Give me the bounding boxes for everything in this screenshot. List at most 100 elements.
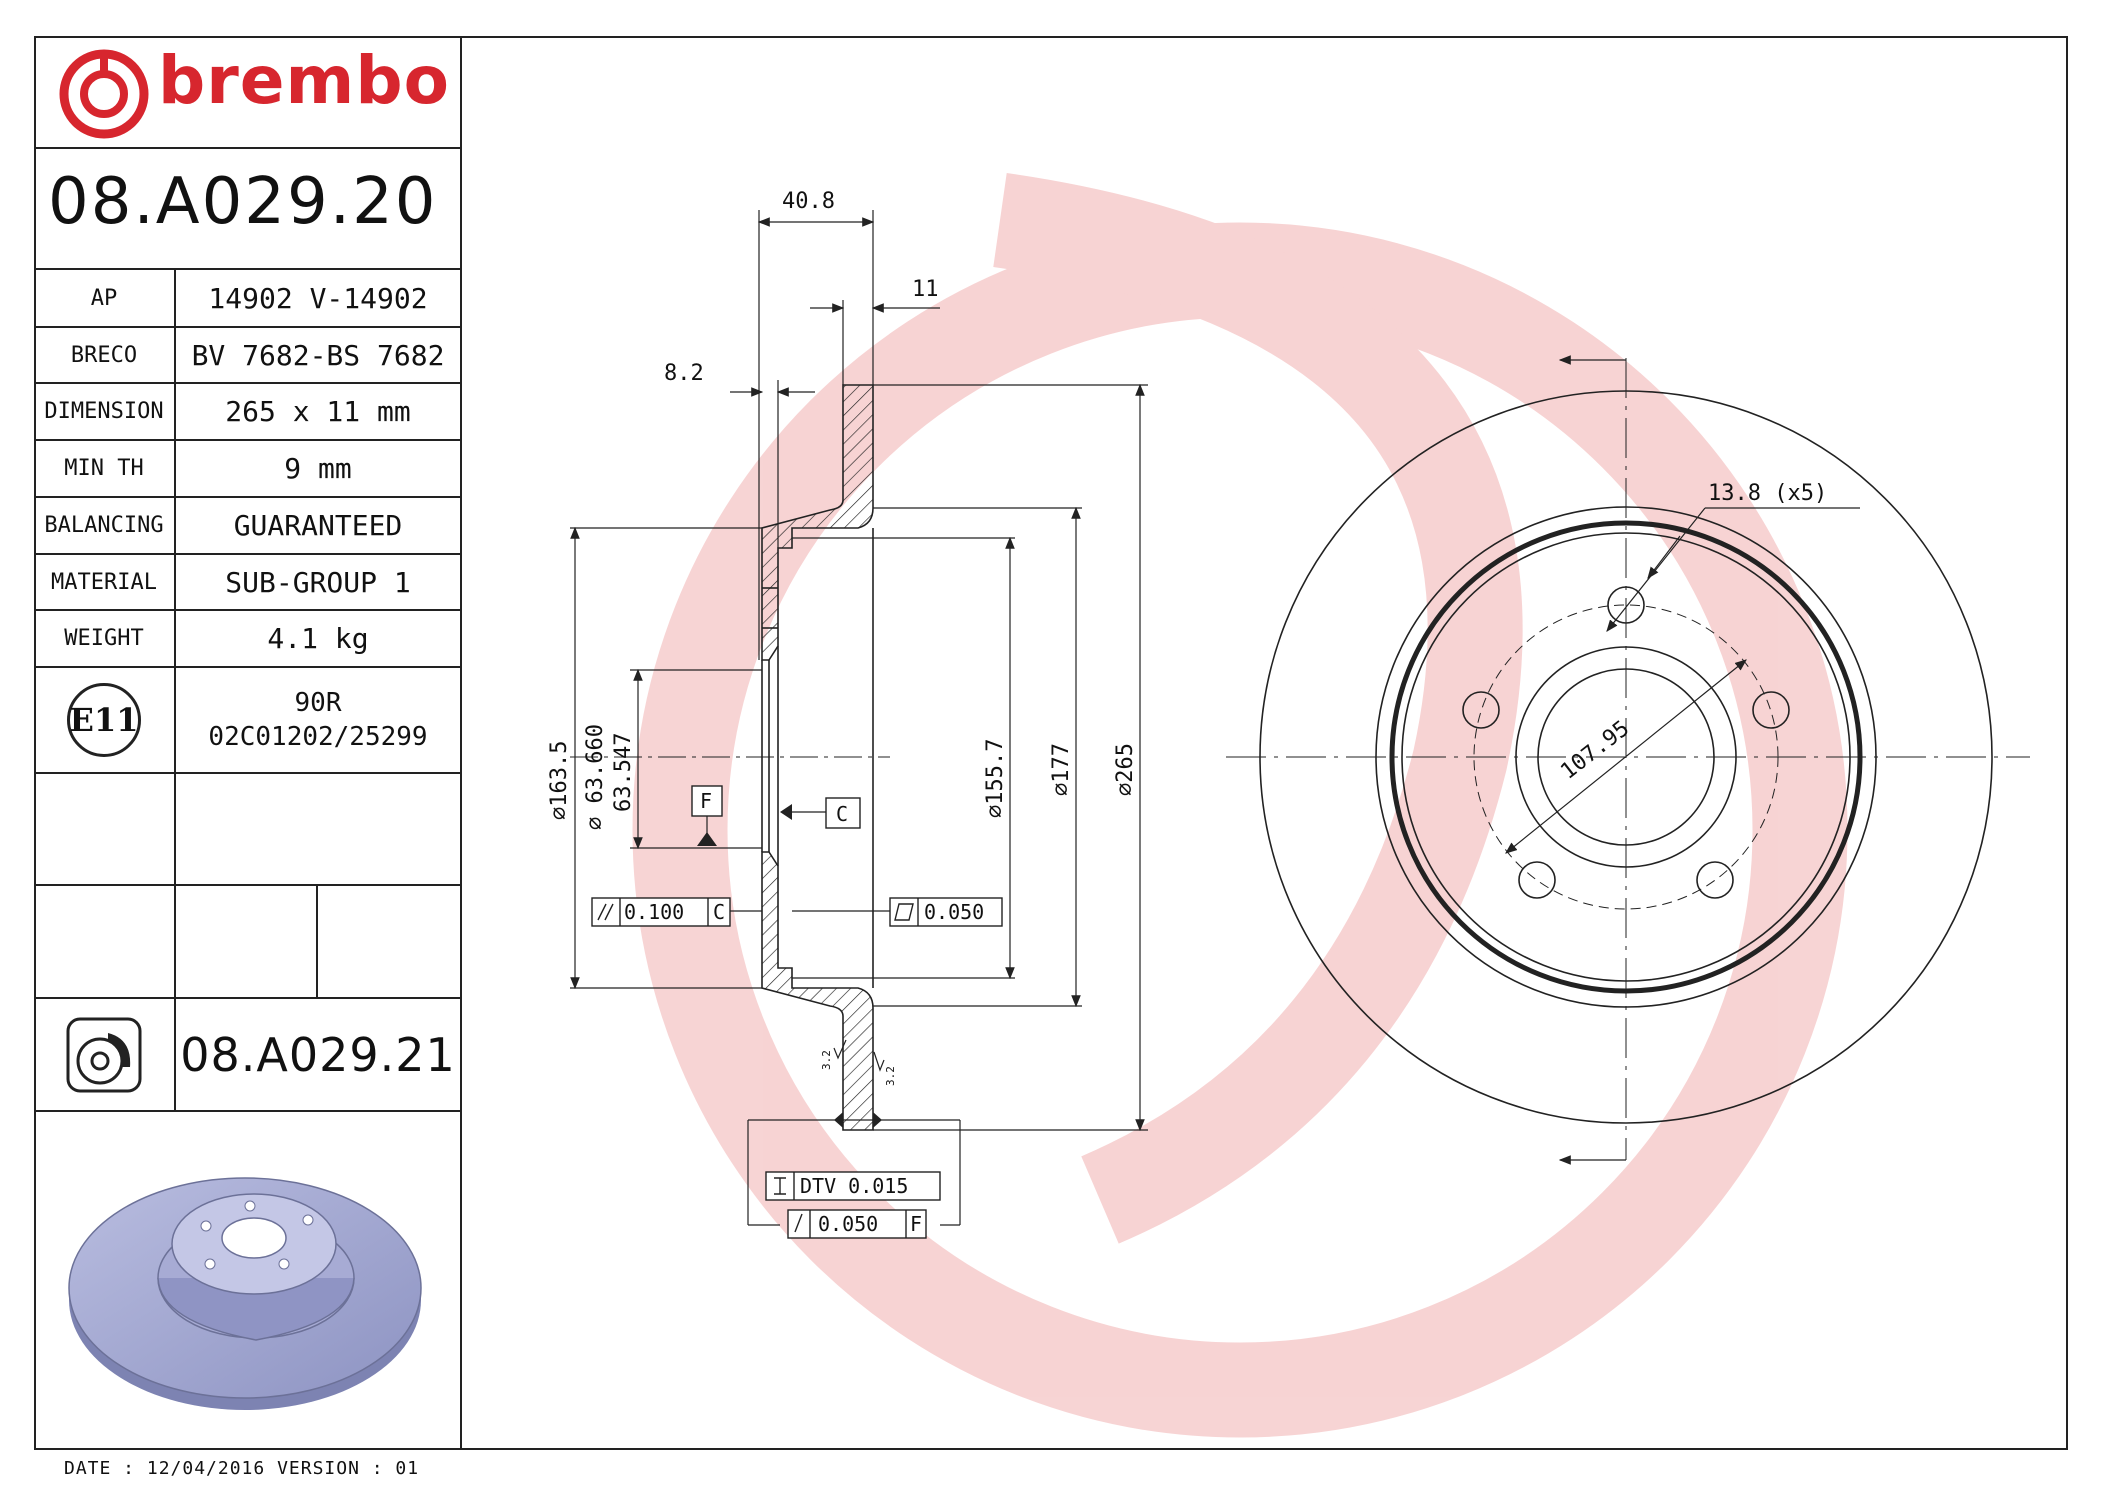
spec-value: 14902 V-14902 <box>208 281 428 315</box>
cell-divider <box>316 886 318 997</box>
disc-3d-render <box>34 1112 460 1448</box>
disc-3d-image <box>68 1177 422 1410</box>
dim-d177: ⌀177 <box>1049 743 1074 796</box>
brembo-logo-icon <box>59 49 149 139</box>
empty-row-1 <box>34 774 460 886</box>
spec-row-dimension: DIMENSION 265 x 11 mm <box>34 384 460 441</box>
friction-ring-inner <box>1401 532 1851 982</box>
tol-parallel-ref: C <box>713 900 725 924</box>
dtv-icon <box>774 1177 786 1195</box>
spec-value: BV 7682-BS 7682 <box>191 338 445 372</box>
spec-value: 4.1 kg <box>267 622 369 655</box>
tol-runout-value: 0.050 <box>818 1212 878 1236</box>
empty-cell <box>34 886 176 997</box>
datum-c-triangle <box>780 804 792 820</box>
spec-value: SUB-GROUP 1 <box>225 565 411 599</box>
dim-bore-max: ⌀ 63.660 <box>583 724 608 830</box>
roughness-1: 3.2 <box>820 1050 833 1070</box>
roughness-triangle-1 <box>834 1112 843 1128</box>
empty-cell <box>34 774 176 884</box>
front-dimensions <box>1505 355 1860 1165</box>
dim-bore-min: 63.547 <box>611 733 636 812</box>
spec-value: 265 x 11 mm <box>225 395 411 428</box>
dim-hat-flange: 8.2 <box>664 361 704 386</box>
spec-label: BALANCING <box>34 498 176 553</box>
spec-label: DIMENSION <box>34 384 176 439</box>
datum-f-triangle <box>697 832 717 846</box>
datum-f-box <box>691 785 723 817</box>
stud-hole-1 <box>1607 586 1645 624</box>
spec-label: MATERIAL <box>34 555 176 609</box>
title-block: brembo 08.A029.20 AP 14902 V-14902 BRECO… <box>34 36 462 1450</box>
approval-line1: 90R <box>294 688 342 718</box>
spec-row-material: MATERIAL SUB-GROUP 1 <box>34 555 460 611</box>
dim-d265: ⌀265 <box>1113 743 1138 796</box>
stud-hole-2 <box>1752 691 1790 729</box>
date-version: DATE : 12/04/2016 VERSION : 01 <box>64 1458 420 1479</box>
spec-row-ap: AP 14902 V-14902 <box>34 270 460 328</box>
tol-runout-ref: F <box>910 1212 922 1236</box>
variant-part-number: 08.A029.21 <box>180 1027 456 1082</box>
stud-hole-4 <box>1518 861 1556 899</box>
flatness-icon <box>894 903 914 921</box>
dim-hole-dia: 13.8 (x5) <box>1708 481 1827 506</box>
approval-mark: E11 <box>69 701 139 739</box>
friction-ring-groove <box>1389 520 1863 994</box>
spec-row-weight: WEIGHT 4.1 kg <box>34 611 460 668</box>
part-number: 08.A029.20 <box>48 165 438 239</box>
tol-runout-frame <box>787 1209 927 1239</box>
tol-dtv-value: DTV 0.015 <box>800 1174 908 1198</box>
cross-section-view <box>570 384 890 1131</box>
section-upper <box>761 384 874 661</box>
parallel-icon <box>597 903 614 921</box>
spec-value: 9 mm <box>284 452 352 485</box>
roughness-symbols <box>833 1039 885 1072</box>
dim-d163: ⌀163.5 <box>547 741 572 820</box>
pcd-circle <box>1473 604 1779 910</box>
tol-parallel-frame <box>591 897 731 927</box>
section-dimensions <box>570 210 1148 1226</box>
roughness-triangle-2 <box>873 1112 882 1128</box>
datum-c-box <box>825 797 861 829</box>
spec-row-min-th: MIN TH 9 mm <box>34 441 460 498</box>
dim-pcd: 107.95 <box>1556 716 1634 785</box>
part-number-row: 08.A029.20 <box>34 149 460 270</box>
runout-icon <box>794 1213 803 1233</box>
section-lower <box>761 851 874 1131</box>
stud-hole-5 <box>1462 691 1500 729</box>
dim-d155: ⌀155.7 <box>983 739 1008 818</box>
empty-row-2 <box>34 886 460 999</box>
spec-label: MIN TH <box>34 441 176 496</box>
spec-label: BRECO <box>34 328 176 382</box>
approval-text: 90R 02C01202/25299 <box>176 668 460 772</box>
dim-thickness: 11 <box>912 277 939 302</box>
brake-disc-caliper-icon <box>66 1017 142 1092</box>
roughness-2: 3.2 <box>884 1066 897 1086</box>
drawing-frame <box>34 36 2068 1450</box>
logo-row: brembo <box>34 36 460 149</box>
spec-row-balancing: BALANCING GUARANTEED <box>34 498 460 555</box>
spec-row-breco: BRECO BV 7682-BS 7682 <box>34 328 460 384</box>
variant-icon-cell <box>34 999 176 1110</box>
friction-ring-outer <box>1375 506 1877 1008</box>
dim-overall-depth: 40.8 <box>782 189 835 214</box>
tol-dtv-frame <box>765 1171 941 1201</box>
e11-mark-icon: E11 <box>67 683 141 757</box>
tol-parallel-value: 0.100 <box>624 900 684 924</box>
spec-label: AP <box>34 270 176 326</box>
stud-hole-3 <box>1696 861 1734 899</box>
front-view <box>1226 358 2030 1160</box>
approval-line2: 02C01202/25299 <box>208 722 428 752</box>
approval-mark-cell: E11 <box>34 668 176 772</box>
spec-value: GUARANTEED <box>233 509 403 542</box>
tol-flatness-frame <box>889 897 1003 927</box>
datum-c-label: C <box>836 802 848 826</box>
datum-f-label: F <box>700 789 712 813</box>
outer-edge <box>1259 390 1993 1124</box>
approval-row: E11 90R 02C01202/25299 <box>34 668 460 774</box>
variant-row: 08.A029.21 <box>34 999 460 1112</box>
tol-flatness-value: 0.050 <box>924 900 984 924</box>
spec-label: WEIGHT <box>34 611 176 666</box>
